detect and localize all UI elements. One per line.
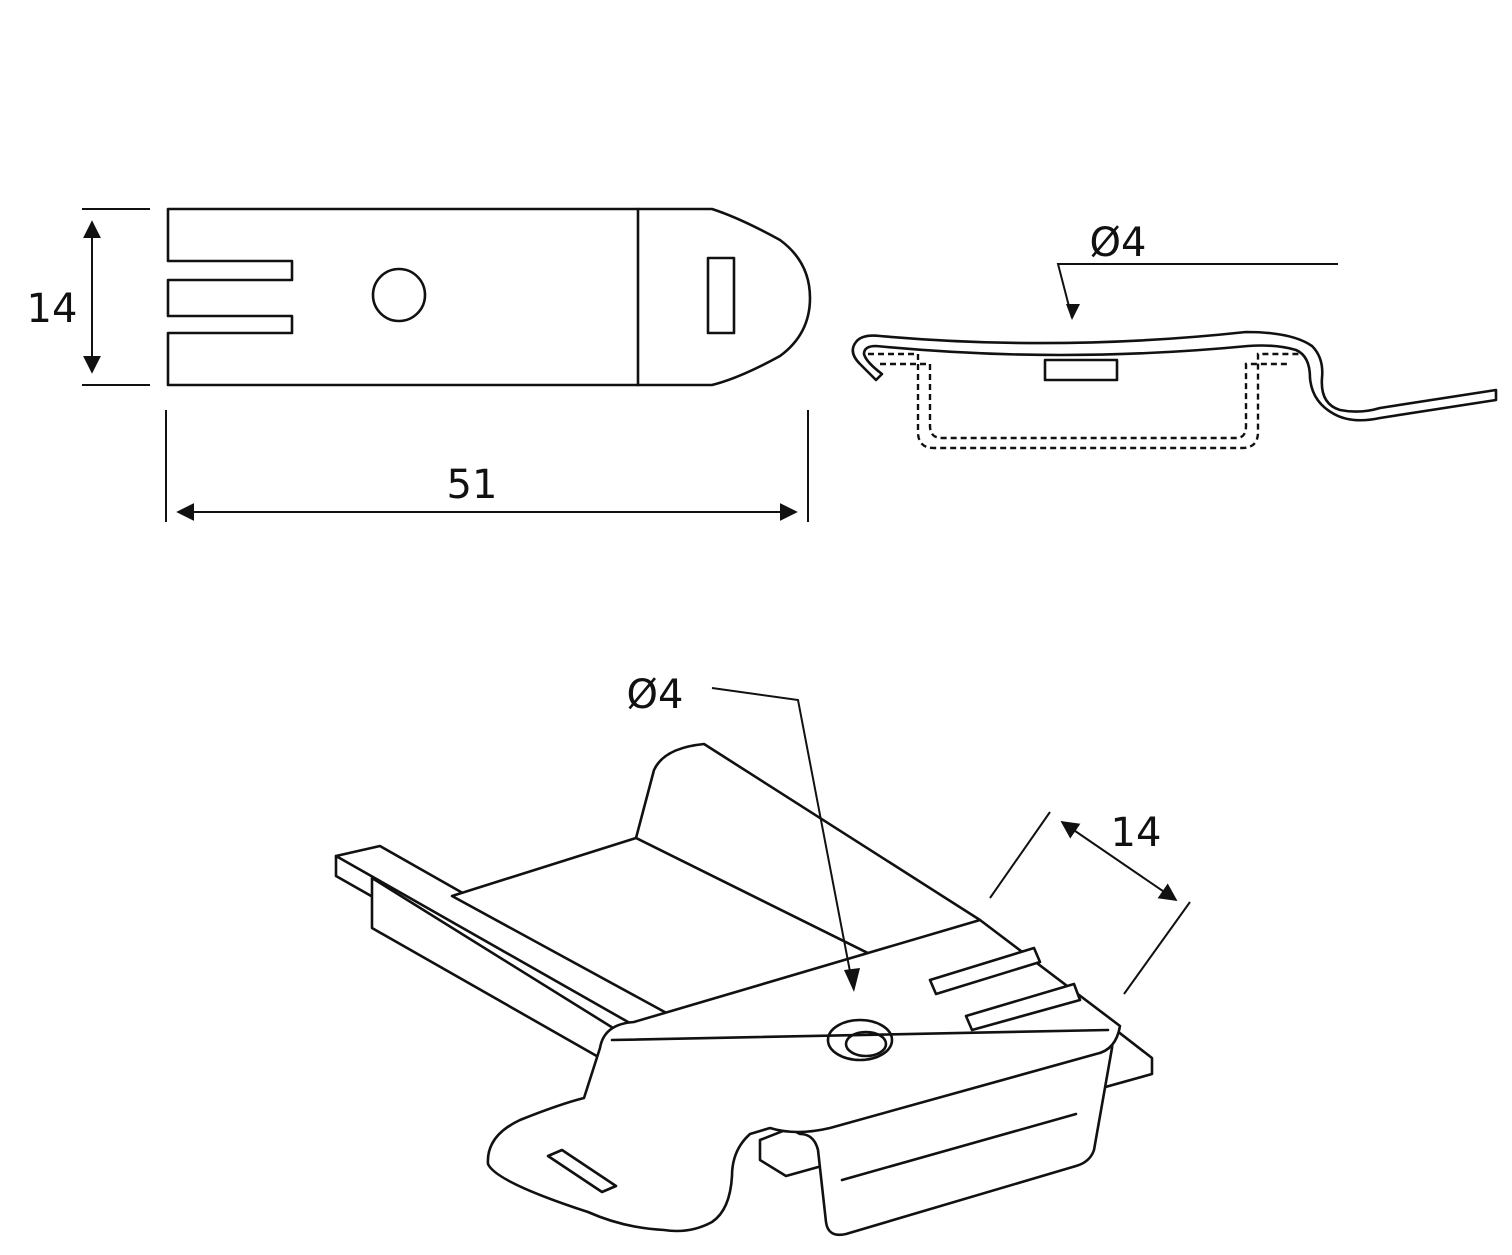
plate-slot	[964, 982, 1082, 1032]
hole-leader-line	[1056, 263, 1338, 319]
iso-hole	[826, 1018, 894, 1062]
side-view: Ø4	[851, 220, 1498, 450]
top-view: 14 51	[27, 207, 812, 522]
length-dimension-label: 51	[447, 462, 498, 508]
channel-inner-edge	[840, 1112, 1078, 1182]
iso-hole-inner	[844, 1030, 888, 1058]
iso-width-label: 14	[1111, 810, 1162, 856]
tab-slot	[706, 256, 736, 335]
rail-profile-inner	[880, 362, 1290, 440]
hole-leader-arrowhead	[1066, 304, 1080, 320]
lobe-slot	[546, 1148, 618, 1194]
clip-plate	[486, 918, 1122, 1233]
iso-hole-leader	[711, 687, 853, 983]
extension-line	[1123, 901, 1191, 995]
clip-outline-top	[166, 207, 812, 387]
hole-circle	[371, 267, 427, 323]
rail-profile-outer	[868, 352, 1300, 450]
center-tab	[1043, 358, 1119, 382]
extension-line	[989, 811, 1051, 899]
width-dimension-label: 14	[27, 286, 78, 332]
clip-bend-line	[610, 1028, 1110, 1042]
plate-slot	[928, 946, 1042, 996]
iso-hole-label: Ø4	[627, 672, 684, 718]
iso-hole-leader-arrowhead	[844, 968, 860, 992]
side-hole-label: Ø4	[1090, 220, 1147, 266]
iso-width-dimension-arrow	[1060, 820, 1178, 902]
clip-profile-side	[851, 330, 1498, 422]
iso-view: Ø4 14	[334, 672, 1191, 1237]
